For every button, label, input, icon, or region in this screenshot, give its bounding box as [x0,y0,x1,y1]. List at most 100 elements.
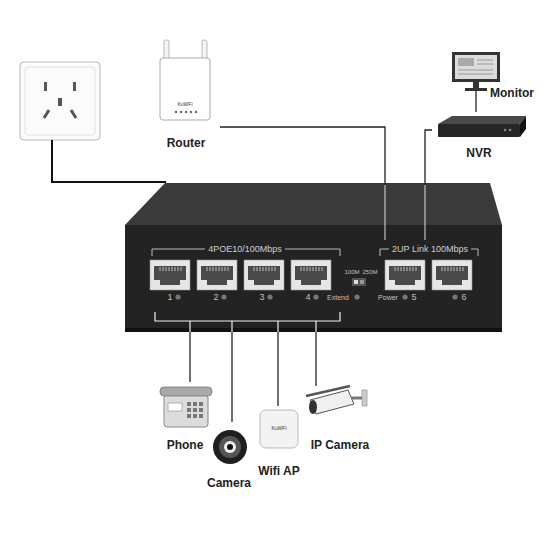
monitor-icon [455,55,497,79]
phone-icon [193,408,197,412]
router-icon [160,58,210,120]
poe-switch [354,294,359,299]
poe-switch [221,294,226,299]
switch-setting: 250M [362,269,377,275]
wall-socket [44,110,76,118]
port-number: 3 [259,293,264,302]
phone-icon [187,414,191,418]
poe-switch [125,328,502,332]
nvr-node: NVR [432,112,526,160]
phone-icon [199,408,203,412]
router-icon [185,111,187,113]
router-icon [164,40,169,60]
ip-camera-icon [351,397,363,400]
monitor-cable [475,91,476,100]
camera-node: Camera [204,422,254,490]
poe-switch [197,260,237,290]
wall-socket [20,62,100,140]
cable-line [220,127,385,185]
ip-camera-icon [310,390,354,414]
indicator-label: Power [378,294,398,301]
dome-camera-icon [213,430,247,464]
dome-camera-icon [213,430,247,464]
router-icon [202,40,207,60]
port-number: 2 [213,293,218,302]
port-number: 6 [461,293,466,302]
phone-icon [164,395,208,427]
poe-switch [354,280,358,284]
ip-camera-node: IP Camera [304,386,376,452]
nvr-icon [509,129,512,132]
poe-switch [385,260,425,290]
device-label: Phone [167,438,204,452]
wall-socket [44,82,47,91]
monitor-icon [473,82,479,88]
poe-switch [125,225,502,332]
wifi-ap-node: Wifi AP [256,406,302,478]
nvr-icon [438,124,520,137]
ip-camera-icon [306,386,367,414]
wifi-ap-icon [260,410,298,448]
phone-icon [193,402,197,406]
dome-camera-icon [219,436,241,458]
monitor-icon [458,58,474,66]
phone-icon [160,387,212,427]
nvr-icon [438,116,526,137]
poe-switch [291,260,331,290]
dome-camera-icon [227,444,233,450]
brand-mark: KuWFi [178,102,193,107]
cable-line [231,332,232,422]
phone-icon [187,408,191,412]
router-icon [195,111,197,113]
indicator-label: Extend [327,294,349,301]
poe-switch [175,294,180,299]
poe-switch [385,185,425,240]
device-label: NVR [466,146,491,160]
poe-switch [190,321,316,332]
router-node: Router [152,40,220,150]
poe-switch [125,183,502,225]
nvr-icon [438,116,526,124]
poe-switch [244,260,284,290]
phone-icon [168,403,182,411]
phone-icon [199,414,203,418]
poe-switch [313,294,318,299]
monitor-icon [458,60,493,74]
phone-node: Phone [155,382,215,452]
nvr-icon [504,129,507,132]
port-number: 5 [411,293,416,302]
monitor-icon [452,52,500,82]
cable-line [425,130,432,185]
phone-icon [193,414,197,418]
cable-line [277,332,278,406]
monitor-icon [465,88,487,91]
device-label: Router [167,136,206,150]
brand-mark: KuWFi [272,426,287,431]
router-icon [175,111,177,113]
phone-icon [187,402,191,406]
ip-camera-icon [309,400,317,414]
wifi-ap-icon [260,410,298,448]
monitor-node: Monitor [448,45,534,100]
monitor-icon [452,52,500,91]
device-label: Wifi AP [258,464,299,478]
poe-switch [432,260,472,290]
router-icon [180,111,182,113]
cable-line [189,332,190,382]
poe-switch [155,312,340,321]
device-label: Camera [207,476,251,490]
ip-camera-icon [362,390,367,406]
nvr-icon [520,116,526,137]
port-number: 4 [305,293,310,302]
phone-icon [199,402,203,406]
poe-switch [125,183,502,332]
poe-switch [402,294,407,299]
cable-line [475,100,476,112]
panel-label: 4POE10/100Mbps [205,244,285,255]
router-icon [160,40,210,120]
wall-socket [73,82,76,91]
panel-label: 2UP Link 100Mbps [389,244,471,255]
poe-switch [452,294,457,299]
switch-setting: 100M [344,269,359,275]
